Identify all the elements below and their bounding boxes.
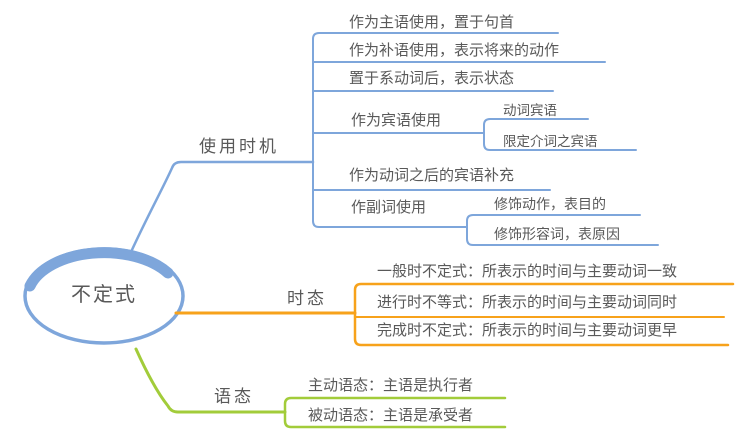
tense-item-simple[interactable]: 一般时不定式：所表示的时间与主要动词一致	[377, 264, 678, 280]
voice-item-passive[interactable]: 被动语态：主语是承受者	[308, 408, 474, 424]
usage-item-complement[interactable]: 作为补语使用，表示将来的动作	[349, 43, 560, 59]
tense-item-perfect[interactable]: 完成时不定式：所表示的时间与主要动词更早	[377, 323, 678, 339]
object-sub-preposition-object[interactable]: 限定介词之宾语	[503, 134, 598, 149]
branch-tense-label[interactable]: 时态	[287, 289, 327, 308]
adverb-sub-bracket	[466, 214, 659, 246]
adverb-sub-reason[interactable]: 修饰形容词，表原因	[494, 228, 620, 243]
branch-usage-label[interactable]: 使用时机	[199, 137, 279, 156]
usage-item-object-complement[interactable]: 作为动词之后的宾语补充	[349, 168, 515, 184]
branch-usage-bracket	[312, 32, 559, 228]
adverb-sub-purpose[interactable]: 修饰动作，表目的	[494, 198, 606, 213]
branch-voice-connector	[134, 347, 287, 414]
root-topic-label[interactable]: 不定式	[71, 284, 137, 306]
branch-voice-bracket	[283, 396, 507, 429]
usage-item-subject[interactable]: 作为主语使用，置于句首	[349, 15, 515, 31]
usage-item-adverb[interactable]: 作副词使用	[351, 200, 427, 216]
object-sub-verb-object[interactable]: 动词宾语	[503, 103, 557, 118]
voice-item-active[interactable]: 主动语态：主语是执行者	[308, 378, 474, 394]
branch-tense-bracket	[353, 282, 735, 347]
branch-voice-label[interactable]: 语态	[214, 387, 254, 406]
tense-item-progressive[interactable]: 进行时不等式：所表示的时间与主要动词同时	[377, 295, 678, 311]
root-topic-ellipse-thick-stroke	[24, 247, 174, 292]
usage-item-object[interactable]: 作为宾语使用	[351, 113, 442, 129]
object-sub-bracket	[483, 118, 637, 151]
usage-item-linking-verb[interactable]: 置于系动词后，表示状态	[349, 71, 515, 87]
branch-usage-connector	[129, 160, 315, 254]
